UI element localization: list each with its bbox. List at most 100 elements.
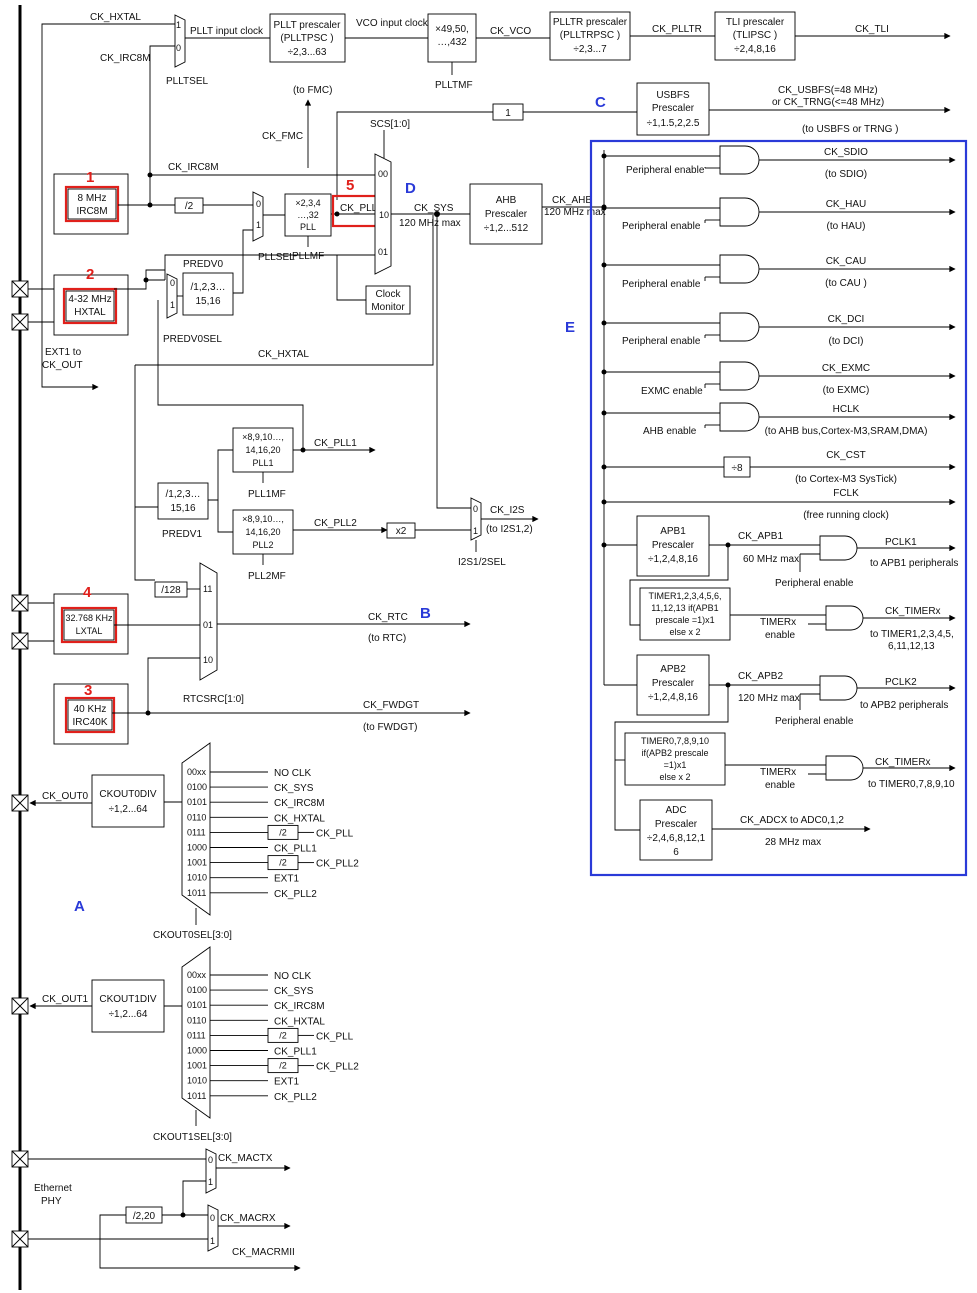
ckout1-code: 1001: [187, 1061, 207, 1071]
and-sdio: [719, 145, 760, 175]
plltsel-in0: 0: [176, 43, 181, 53]
svg-text:(TLIPSC ): (TLIPSC ): [733, 30, 777, 41]
sdio-clock-label: CK_SDIO: [824, 147, 868, 158]
and-dci: [719, 312, 760, 342]
exmc-dest-label: (to EXMC): [823, 385, 870, 396]
cst-dest-label: (to Cortex-M3 SysTick): [795, 474, 897, 485]
svg-text:/1,2,3…: /1,2,3…: [165, 489, 200, 500]
sdio-dest-label: (to SDIO): [825, 169, 867, 180]
highlight-irc8m: [64, 185, 120, 223]
ckout0-div2-label: /2: [279, 858, 287, 868]
svg-text:14,16,20: 14,16,20: [245, 445, 280, 455]
mactx-mux: [205, 1148, 217, 1194]
svg-text:TIMER0,7,8,9,10: TIMER0,7,8,9,10: [641, 736, 709, 746]
svg-text:Prescaler: Prescaler: [652, 103, 695, 114]
label-ck-out0: CK_OUT0: [42, 791, 89, 802]
label-apb1-max: 60 MHz max: [743, 554, 799, 565]
label-ck-ahb: CK_AHB: [552, 195, 592, 206]
svg-text:1: 1: [210, 1236, 215, 1246]
svg-text:…,432: …,432: [437, 37, 467, 48]
pin-eth-1: [11, 1150, 29, 1168]
svg-text:AHB: AHB: [496, 195, 517, 206]
highlight-hxtal: [62, 287, 118, 325]
svg-text:/128: /128: [161, 585, 181, 596]
pin-hxtal-2: [11, 313, 29, 331]
svg-text:LXTAL: LXTAL: [76, 626, 103, 636]
hclk-enable-label: AHB enable: [643, 426, 697, 437]
label-apb2-max: 120 MHz max: [738, 693, 800, 704]
ckout1-source: CK_SYS: [274, 986, 314, 997]
label-ck-pll: CK_PLL: [340, 203, 378, 214]
ckout1-source: NO CLK: [274, 971, 312, 982]
svg-text:APB1: APB1: [660, 526, 686, 537]
pin-ck-out1: [11, 997, 29, 1015]
and-timer-apb2: [825, 755, 864, 781]
ckout1-source: CK_PLL2: [316, 1062, 359, 1073]
label-pllmf: PLLMF: [292, 251, 324, 262]
label-predv0: PREDV0: [183, 259, 223, 270]
marker-b: B: [420, 605, 431, 622]
label-ck-rtc: CK_RTC: [368, 612, 408, 623]
and-cau: [719, 254, 760, 284]
ckout1-source: CK_HXTAL: [274, 1016, 325, 1027]
marker-e: E: [565, 319, 575, 336]
cst-div8-box: [723, 456, 751, 478]
marker-3: 3: [84, 682, 92, 699]
hclk-dest-label: (to AHB bus,Cortex-M3,SRAM,DMA): [765, 426, 928, 437]
pin-lxtal-1: [11, 594, 29, 612]
svg-text:/1,2,3…: /1,2,3…: [190, 282, 225, 293]
svg-text:0: 0: [473, 504, 478, 514]
dci-enable-label: Peripheral enable: [622, 336, 701, 347]
label-ck-fwdgt: CK_FWDGT: [363, 700, 419, 711]
wire-hxtal-top: [41, 23, 175, 338]
svg-text:÷1,2...64: ÷1,2...64: [109, 804, 148, 815]
label-apb1-dest: to APB1 peripherals: [870, 558, 958, 569]
label-apb1-timer-enable-2: enable: [765, 630, 795, 641]
svg-text:÷2,4,6,8,12,1: ÷2,4,6,8,12,1: [647, 833, 706, 844]
ckout1sel-mux: [181, 946, 211, 1119]
label-ck-plltr: CK_PLLTR: [652, 24, 702, 35]
svg-text:0: 0: [170, 278, 175, 288]
plltsel-in1: 1: [176, 20, 181, 30]
highlight-irc40k: [64, 696, 116, 734]
svg-text:1: 1: [208, 1177, 213, 1187]
label-ext1: EXT1 to: [45, 347, 82, 358]
label-ck-apb1: CK_APB1: [738, 531, 783, 542]
svg-text:Prescaler: Prescaler: [485, 209, 528, 220]
svg-text:Prescaler: Prescaler: [652, 678, 695, 689]
label-pclk2: PCLK2: [885, 677, 917, 688]
and-timer-apb1: [825, 605, 864, 631]
svg-text:÷1,2,4,8,16: ÷1,2,4,8,16: [648, 692, 698, 703]
svg-text:ADC: ADC: [665, 805, 686, 816]
label-ck-sys: CK_SYS: [414, 203, 454, 214]
label-ck-vco: CK_VCO: [490, 26, 531, 37]
label-ckout1sel: CKOUT1SEL[3:0]: [153, 1132, 232, 1143]
label-ck-pll1: CK_PLL1: [314, 438, 357, 449]
cst-clock-label: CK_CST: [826, 450, 865, 461]
svg-text:15,16: 15,16: [195, 296, 220, 307]
label-ck-i2s: CK_I2S: [490, 505, 525, 516]
svg-text:PLLTR prescaler: PLLTR prescaler: [553, 17, 628, 28]
label-apb2-ck-timer: CK_TIMERx: [875, 757, 931, 768]
svg-text:APB2: APB2: [660, 664, 686, 675]
svg-text:10: 10: [379, 210, 389, 220]
ckout1-code: 0100: [187, 985, 207, 995]
hau-dest-label: (to HAU): [827, 221, 866, 232]
label-rtcsrc: RTCSRC[1:0]: [183, 694, 244, 705]
ckout0-code: 00xx: [187, 767, 207, 777]
svg-text:00: 00: [378, 169, 388, 179]
fclk-dest-label: (free running clock): [803, 510, 889, 521]
svg-text:÷1,2,4,8,16: ÷1,2,4,8,16: [648, 554, 698, 565]
dci-dest-label: (to DCI): [829, 336, 864, 347]
ckout0-source: NO CLK: [274, 768, 312, 779]
svg-text:IRC40K: IRC40K: [72, 717, 107, 728]
svg-text:8 MHz: 8 MHz: [78, 193, 107, 204]
label-ck-macrmii: CK_MACRMII: [232, 1247, 295, 1258]
x2-box: [386, 522, 416, 539]
and-pclk2: [819, 675, 858, 701]
pll1-box: [232, 427, 294, 473]
label-pllsel: PLLSEL: [258, 252, 295, 263]
rtcsrc-mux: [199, 562, 218, 681]
apb1-prescaler-box: [636, 515, 710, 577]
